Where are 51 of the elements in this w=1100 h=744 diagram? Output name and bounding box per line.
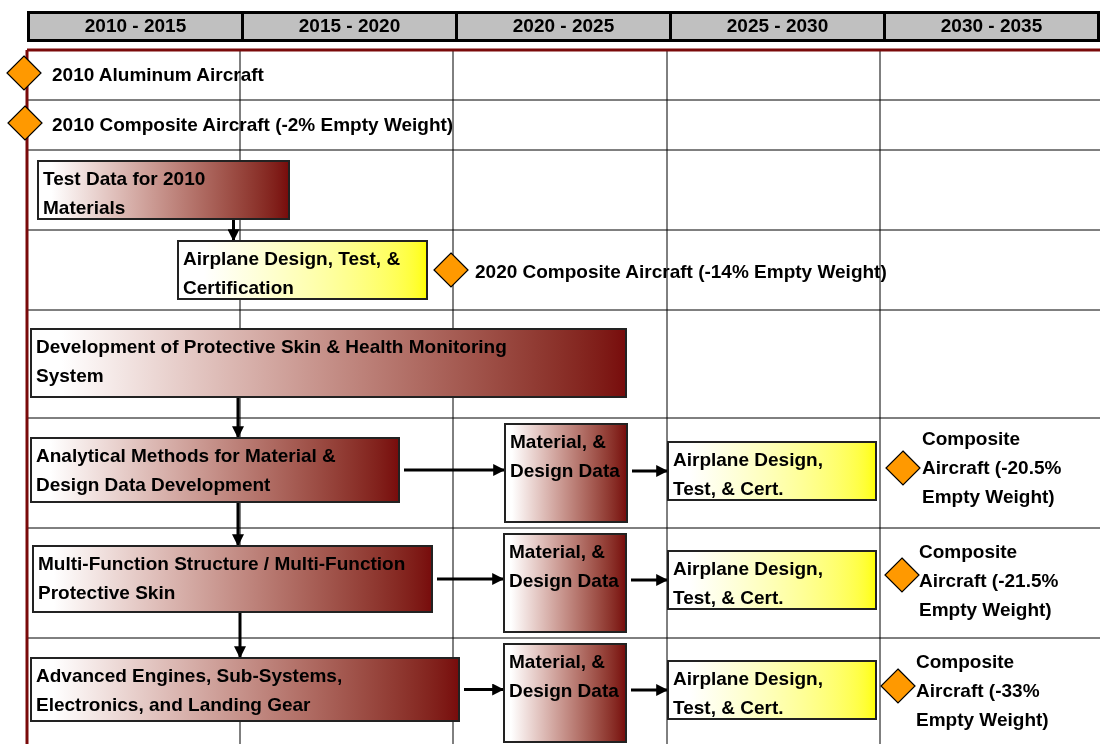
task-text: Advanced Engines, Sub-Systems, Electronics, and Landing Gear (36, 664, 344, 717)
research-task-box (32, 545, 433, 613)
task-text: Airplane Design, Test, & Cert. (673, 448, 824, 501)
task-text: Material, & Design Data (509, 650, 620, 703)
design-task-box (667, 660, 877, 720)
arrow (232, 503, 244, 547)
research-task-box (504, 423, 628, 523)
arrow (404, 464, 506, 476)
task-text: Multi-Function Structure / Multi-Function Protective Skin (38, 552, 407, 605)
task-text: Airplane Design, Test, & Cert. (673, 557, 824, 610)
milestone-label: Composite Aircraft (-20.5% Empty Weight) (922, 427, 1063, 509)
milestone-label: 2020 Composite Aircraft (-14% Empty Weight) (475, 260, 888, 284)
task-text: Airplane Design, Test, & Cert. (673, 667, 824, 720)
period-header: 2015 - 2020 (244, 14, 455, 39)
research-task-box (30, 437, 400, 503)
milestone-label: 2010 Aluminum Aircraft (52, 63, 265, 87)
research-task-box (37, 160, 290, 220)
research-task-box (503, 533, 627, 633)
task-text: Airplane Design, Test, & Certification (183, 247, 402, 300)
design-task-box (667, 441, 877, 501)
milestone-label: 2010 Composite Aircraft (-2% Empty Weight) (52, 113, 455, 137)
research-task-box (30, 328, 627, 398)
arrow (234, 613, 246, 659)
period-header: 2030 - 2035 (886, 14, 1097, 39)
research-task-box (503, 643, 627, 743)
milestone-diamond (885, 450, 921, 486)
task-text: Material, & Design Data (510, 430, 621, 483)
task-text: Development of Protective Skin & Health Monitoring System (36, 335, 508, 388)
milestone-diamond (433, 252, 469, 288)
research-task-box (30, 657, 460, 722)
task-text: Analytical Methods for Material & Design Data Development (36, 444, 337, 497)
milestone-label: Composite Aircraft (-33% Empty Weight) (916, 650, 1050, 732)
arrow (464, 683, 505, 696)
arrow (632, 465, 669, 477)
task-text: Material, & Design Data (509, 540, 620, 593)
arrow (437, 573, 505, 585)
period-header: 2020 - 2025 (458, 14, 669, 39)
milestone-diamond (884, 557, 920, 593)
arrow (227, 220, 240, 242)
arrow (232, 398, 244, 439)
period-header: 2010 - 2015 (30, 14, 241, 39)
milestone-diamond (7, 105, 43, 141)
milestone-diamond (6, 55, 42, 91)
design-task-box (177, 240, 428, 300)
period-header: 2025 - 2030 (672, 14, 883, 39)
arrow (631, 574, 669, 586)
milestone-diamond (880, 668, 916, 704)
arrow (631, 684, 669, 696)
milestone-label: Composite Aircraft (-21.5% Empty Weight) (919, 540, 1060, 622)
task-text: Test Data for 2010 Materials (43, 167, 207, 220)
design-task-box (667, 550, 877, 610)
